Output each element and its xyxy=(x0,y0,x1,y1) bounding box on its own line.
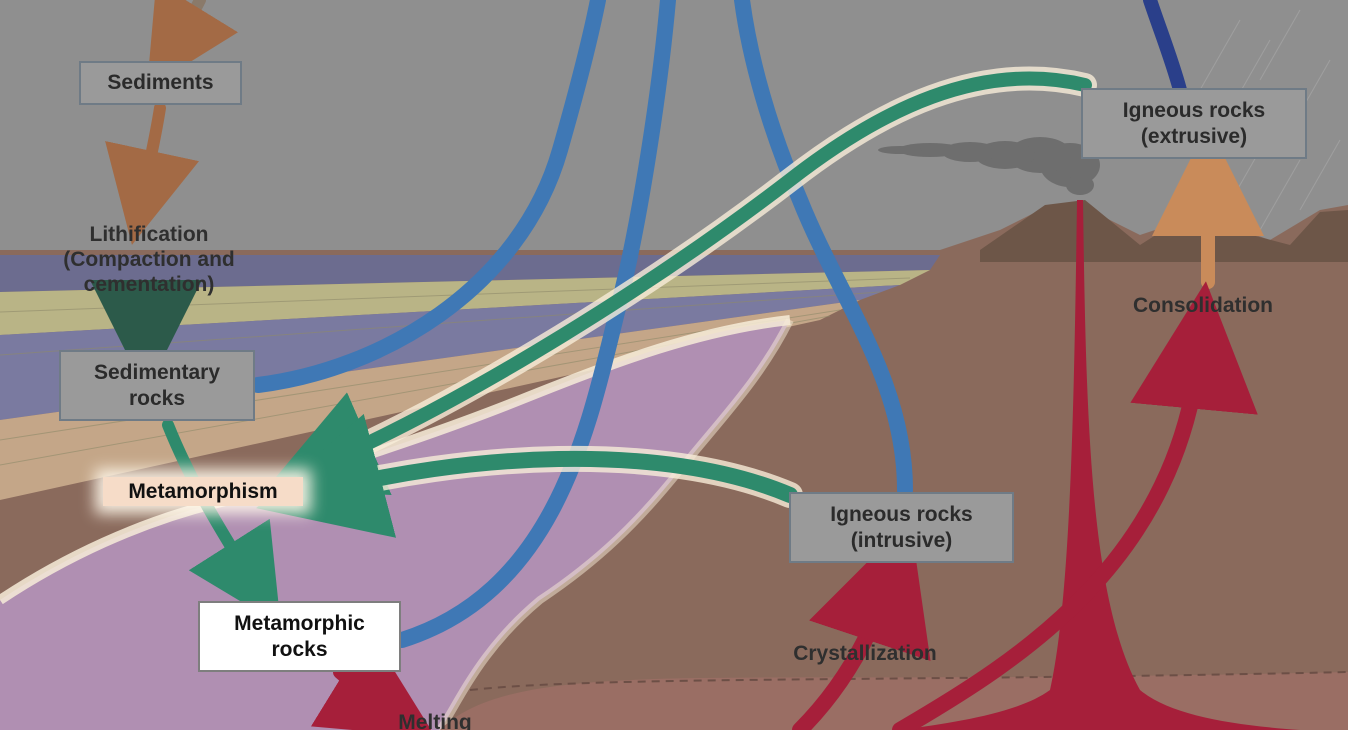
mantle-boundary xyxy=(469,671,1348,691)
lithification-line2: (Compaction and xyxy=(63,248,235,272)
metamorphic-rocks-label-line2: rocks xyxy=(271,637,328,661)
crystallization-label: Crystallization xyxy=(793,642,937,665)
deposition-arrow xyxy=(105,102,199,245)
rain-streaks xyxy=(1199,9,1341,231)
magma-arrows xyxy=(310,281,1258,730)
melting-label: Melting xyxy=(398,711,472,730)
magma-conduit xyxy=(900,200,1300,730)
consolidation-label: Consolidation xyxy=(1133,294,1273,317)
weathering-arrow xyxy=(146,0,239,89)
layer-blue xyxy=(0,255,940,292)
sediments-box: Sediments xyxy=(79,61,242,105)
sedimentary-rocks-label-line2: rocks xyxy=(128,386,186,410)
igneous-extrusive-label-line2: (extrusive) xyxy=(1140,124,1248,148)
sedimentary-rocks-label-line1: Sedimentary xyxy=(93,361,221,385)
metamorphic-rocks-label-line1: Metamorphic xyxy=(234,612,365,636)
sedimentary-rocks-box: Sedimentary rocks xyxy=(59,350,255,421)
uplift-arrows xyxy=(250,0,913,648)
igneous-extrusive-label-line1: Igneous rocks xyxy=(1122,99,1266,123)
lithification-label: Lithification (Compaction and cementatio… xyxy=(40,222,258,298)
metamorphic-rocks-box: Metamorphic rocks xyxy=(198,601,401,672)
igneous-intrusive-label-line1: Igneous rocks xyxy=(830,503,973,527)
igneous-intrusive-label-line2: (intrusive) xyxy=(850,528,953,552)
sediments-label: Sediments xyxy=(107,71,214,95)
metamorphism-label: Metamorphism xyxy=(103,477,303,507)
uplift-arrow-navy xyxy=(1143,0,1187,97)
igneous-extrusive-box: Igneous rocks (extrusive) xyxy=(1081,88,1307,159)
lithification-line1: Lithification xyxy=(89,223,209,246)
metamorphic-boundary-right xyxy=(436,318,794,730)
lithification-line3: cementation) xyxy=(83,273,215,297)
igneous-intrusive-box: Igneous rocks (intrusive) xyxy=(789,492,1014,563)
